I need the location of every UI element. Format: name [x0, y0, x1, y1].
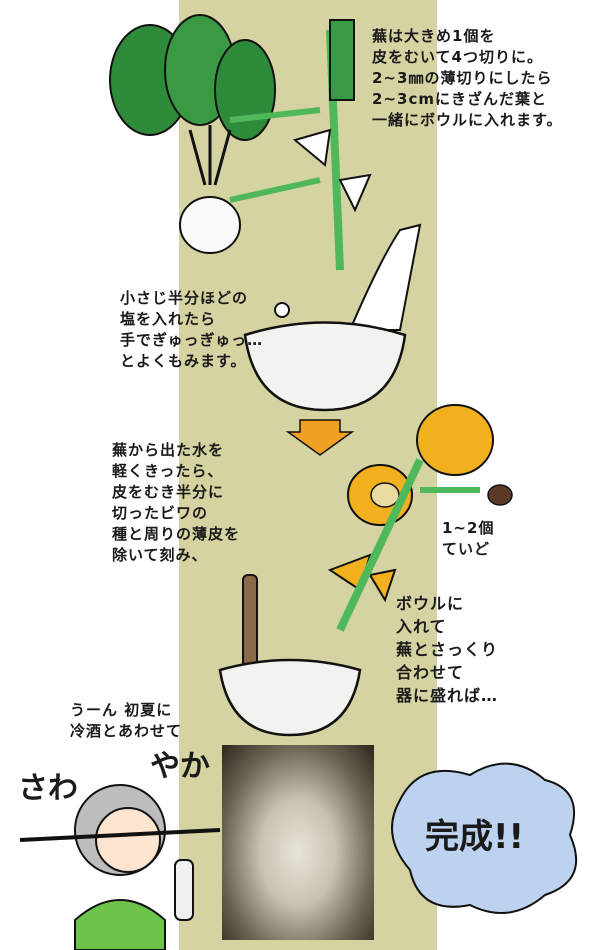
step2-line: とよくもみます。: [120, 352, 247, 370]
comment-text: うーん 初夏に冷酒とあわせて: [70, 700, 182, 742]
green-arrow-2: [229, 177, 321, 203]
comment-line: うーん 初夏に: [70, 701, 173, 719]
step4-line: 蕪とさっくり: [396, 640, 499, 659]
step4-text: ボウルに入れて蕪とさっくり合わせて器に盛れば…: [396, 592, 498, 707]
step3-line: 皮をむき半分に: [112, 483, 225, 501]
step1-line: 蕪は大きめ1個を: [372, 27, 496, 45]
leaf-stalks: [329, 19, 355, 101]
step3-line: 軽くきったら、: [112, 462, 224, 480]
step1-line: 一緒にボウルに入れます。: [372, 111, 563, 129]
green-arrow-4: [336, 458, 424, 632]
seed-note-line: 1~2個: [442, 519, 495, 537]
step1-line: 皮をむいて4つ切りに。: [372, 48, 543, 66]
step1-line: 2~3cmにきざんだ葉と: [372, 90, 547, 108]
bowl-2: [218, 658, 362, 737]
sake-bottle: [174, 859, 194, 921]
turnip-leaves-illustration: [109, 14, 276, 186]
step3-line: 種と周りの薄皮を: [112, 525, 241, 543]
green-arrow-1: [229, 107, 321, 123]
hand-illustration: [348, 223, 422, 331]
loquat-seed: [487, 484, 513, 506]
step2-text: 小さじ半分ほどの塩を入れたら手でぎゅっぎゅっ… とよくもみます。: [120, 288, 263, 372]
turnip-slice-illustration: [179, 196, 241, 254]
step3-line: 切ったビワの: [112, 504, 209, 522]
step4-line: 器に盛れば…: [396, 686, 499, 705]
step1-line: 2~3㎜の薄切りにしたら: [372, 69, 553, 87]
finished-dish-photo: [222, 745, 374, 940]
spoon-icon: [274, 302, 290, 318]
step-arrow-icon: [285, 419, 355, 456]
step4-line: 合わせて: [396, 663, 465, 682]
step3-line: 蕪から出た水を: [112, 441, 225, 459]
step4-line: 入れて: [396, 617, 447, 636]
step4-line: ボウルに: [396, 594, 465, 613]
step1-text: 蕪は大きめ1個を皮をむいて4つ切りに。 2~3㎜の薄切りにしたら 2~3cmにきざん…: [372, 26, 563, 131]
seed-note: 1~2個ていど: [442, 518, 494, 560]
step2-line: 手でぎゅっぎゅっ…: [120, 331, 264, 349]
turnip-pieces: [292, 128, 372, 213]
step3-line: 除いて刻み、: [112, 546, 208, 564]
step3-text: 蕪から出た水を軽くきったら、皮をむき半分に切ったビワの種と周りの薄皮を除いて刻み…: [112, 440, 240, 566]
loquat-illustration: [327, 404, 513, 603]
step2-line: 塩を入れたら: [120, 310, 217, 328]
comment-line: 冷酒とあわせて: [70, 722, 183, 740]
done-text: 完成!!: [425, 817, 525, 857]
person-illustration: [19, 784, 221, 950]
step2-line: 小さじ半分ほどの: [120, 289, 249, 307]
seed-note-line: ていど: [442, 540, 491, 558]
cloud-shape: [391, 762, 578, 914]
bowl-1: [243, 321, 407, 412]
yaka-text: やか: [150, 749, 210, 784]
sawa-text: さわ: [18, 771, 78, 806]
